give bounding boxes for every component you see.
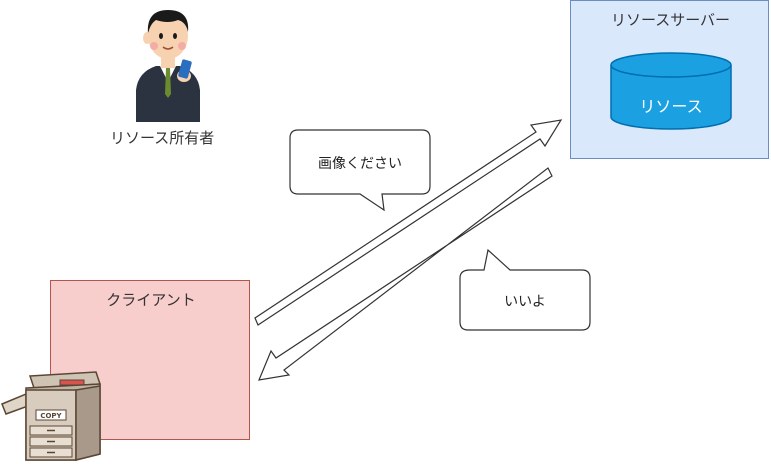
resource-server-label: リソースサーバー [610,11,731,29]
copy-machine-icon: COPY [1,371,102,461]
request-arrow [254,119,563,326]
resource-owner-label: リソース所有者 [110,129,215,147]
response-bubble [459,248,591,331]
svg-text:COPY: COPY [40,412,62,420]
client-label: クライアント [106,291,196,309]
database-cylinder-icon [610,52,732,130]
database-label: リソース [639,97,703,116]
response-bubble-text: いいよ [504,294,546,310]
resource-server-box: リソースサーバー リソース [570,0,769,159]
resource-owner-icon [136,10,200,122]
request-bubble [289,129,431,212]
request-bubble-text: 画像ください [318,156,402,172]
response-arrow [258,167,553,381]
